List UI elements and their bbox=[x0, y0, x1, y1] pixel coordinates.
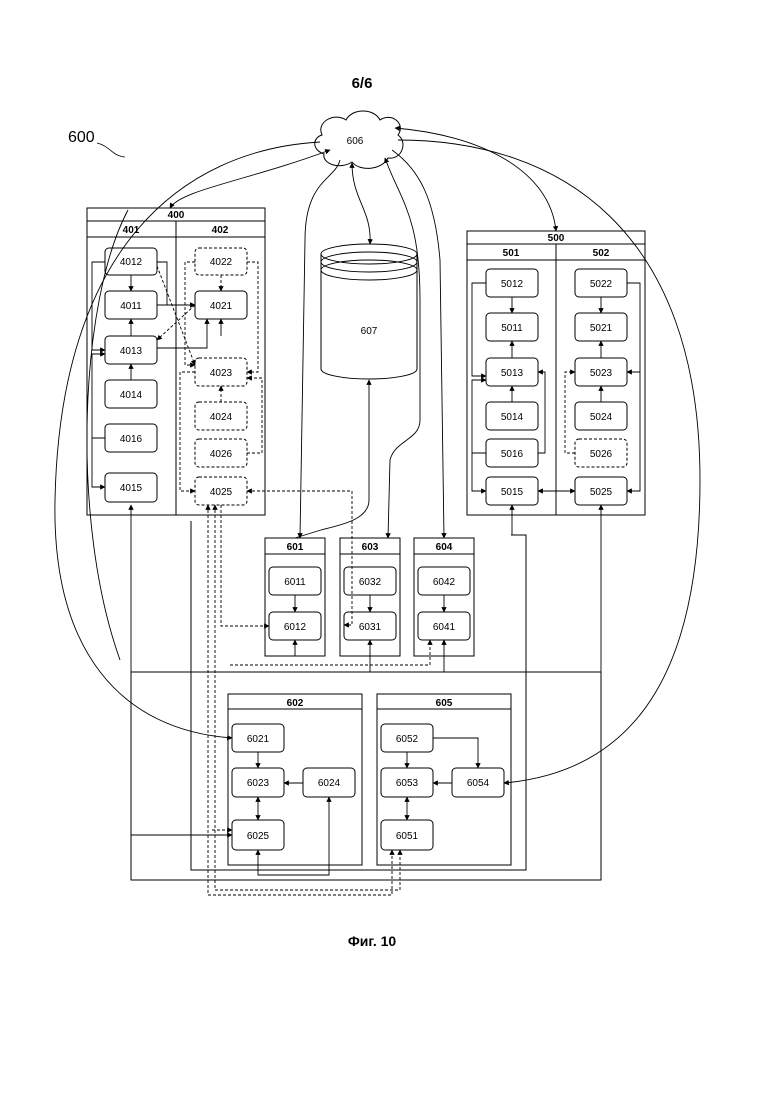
block-5016: 5016 bbox=[486, 439, 538, 467]
module-601-title: 601 bbox=[287, 542, 304, 553]
block-4024: 4024 bbox=[195, 402, 247, 430]
svg-text:5023: 5023 bbox=[590, 368, 613, 379]
block-5015: 5015 bbox=[486, 477, 538, 505]
block-5011: 5011 bbox=[486, 313, 538, 341]
svg-text:6023: 6023 bbox=[247, 778, 270, 789]
svg-text:4014: 4014 bbox=[120, 390, 143, 401]
svg-text:4022: 4022 bbox=[210, 257, 233, 268]
module-605-title: 605 bbox=[436, 698, 453, 709]
block-6041: 6041 bbox=[418, 612, 470, 640]
svg-text:5015: 5015 bbox=[501, 487, 524, 498]
block-4013: 4013 bbox=[105, 336, 157, 364]
module-603-title: 603 bbox=[362, 542, 379, 553]
lower-frame-outer bbox=[131, 672, 601, 880]
svg-text:6032: 6032 bbox=[359, 577, 382, 588]
svg-text:6024: 6024 bbox=[318, 778, 341, 789]
svg-text:6041: 6041 bbox=[433, 622, 456, 633]
block-6012: 6012 bbox=[269, 612, 321, 640]
block-4014: 4014 bbox=[105, 380, 157, 408]
svg-text:4011: 4011 bbox=[120, 301, 142, 312]
block-4026: 4026 bbox=[195, 439, 247, 467]
module-604-title: 604 bbox=[436, 542, 453, 553]
block-6023: 6023 bbox=[232, 768, 284, 797]
system-reference: 600 bbox=[68, 129, 95, 146]
block-6053: 6053 bbox=[381, 768, 433, 797]
page-label: 6/6 bbox=[352, 75, 373, 92]
svg-text:6031: 6031 bbox=[359, 622, 382, 633]
svg-text:5013: 5013 bbox=[501, 368, 524, 379]
block-6021: 6021 bbox=[232, 724, 284, 752]
svg-text:4023: 4023 bbox=[210, 368, 233, 379]
block-5023: 5023 bbox=[575, 358, 627, 386]
block-5022: 5022 bbox=[575, 269, 627, 297]
svg-text:4026: 4026 bbox=[210, 449, 233, 460]
svg-text:6051: 6051 bbox=[396, 831, 419, 842]
svg-text:5014: 5014 bbox=[501, 412, 524, 423]
module-500-col-left: 501 bbox=[503, 248, 520, 259]
block-4016: 4016 bbox=[105, 424, 157, 452]
block-6054: 6054 bbox=[452, 768, 504, 797]
svg-text:4016: 4016 bbox=[120, 434, 143, 445]
svg-text:4013: 4013 bbox=[120, 346, 143, 357]
block-6051: 6051 bbox=[381, 820, 433, 850]
block-5025: 5025 bbox=[575, 477, 627, 505]
database-cylinder: 607 bbox=[321, 244, 417, 379]
svg-text:5021: 5021 bbox=[590, 323, 613, 334]
block-4012: 4012 bbox=[105, 248, 157, 275]
block-4023: 4023 bbox=[195, 358, 247, 386]
block-6052: 6052 bbox=[381, 724, 433, 752]
svg-text:6042: 6042 bbox=[433, 577, 456, 588]
block-4011: 4011 bbox=[105, 291, 157, 319]
block-6025: 6025 bbox=[232, 820, 284, 850]
svg-text:5012: 5012 bbox=[501, 279, 524, 290]
module-500-col-right: 502 bbox=[593, 248, 610, 259]
svg-text:6054: 6054 bbox=[467, 778, 490, 789]
block-4025: 4025 bbox=[195, 477, 247, 505]
svg-text:4012: 4012 bbox=[120, 257, 143, 268]
network-cloud: 606 bbox=[315, 111, 403, 168]
svg-text:6052: 6052 bbox=[396, 734, 419, 745]
reference-leader bbox=[97, 143, 125, 157]
svg-text:6021: 6021 bbox=[247, 734, 270, 745]
svg-text:6053: 6053 bbox=[396, 778, 419, 789]
svg-text:4024: 4024 bbox=[210, 412, 233, 423]
figure-caption: Фиг. 10 bbox=[348, 933, 397, 949]
module-400-title: 400 bbox=[168, 210, 185, 221]
svg-text:6011: 6011 bbox=[284, 577, 306, 588]
block-5012: 5012 bbox=[486, 269, 538, 297]
block-5021: 5021 bbox=[575, 313, 627, 341]
svg-text:4021: 4021 bbox=[210, 301, 233, 312]
svg-text:4025: 4025 bbox=[210, 487, 233, 498]
block-6024: 6024 bbox=[303, 768, 355, 797]
block-5024: 5024 bbox=[575, 402, 627, 430]
block-5013: 5013 bbox=[486, 358, 538, 386]
module-500-title: 500 bbox=[548, 233, 565, 244]
svg-text:5026: 5026 bbox=[590, 449, 613, 460]
svg-text:5011: 5011 bbox=[501, 323, 523, 334]
database-label: 607 bbox=[361, 326, 378, 337]
svg-text:5024: 5024 bbox=[590, 412, 613, 423]
svg-text:5022: 5022 bbox=[590, 279, 613, 290]
module-400-col-right: 402 bbox=[212, 225, 229, 236]
block-5014: 5014 bbox=[486, 402, 538, 430]
svg-text:6025: 6025 bbox=[247, 831, 270, 842]
network-label: 606 bbox=[347, 136, 364, 147]
svg-text:5016: 5016 bbox=[501, 449, 524, 460]
module-602-title: 602 bbox=[287, 698, 304, 709]
block-6011: 6011 bbox=[269, 567, 321, 595]
svg-text:4015: 4015 bbox=[120, 483, 143, 494]
block-5026: 5026 bbox=[575, 439, 627, 467]
block-4015: 4015 bbox=[105, 473, 157, 502]
block-6042: 6042 bbox=[418, 567, 470, 595]
svg-text:5025: 5025 bbox=[590, 487, 613, 498]
svg-text:6012: 6012 bbox=[284, 622, 307, 633]
block-4021: 4021 bbox=[195, 291, 247, 319]
block-4022: 4022 bbox=[195, 248, 247, 275]
